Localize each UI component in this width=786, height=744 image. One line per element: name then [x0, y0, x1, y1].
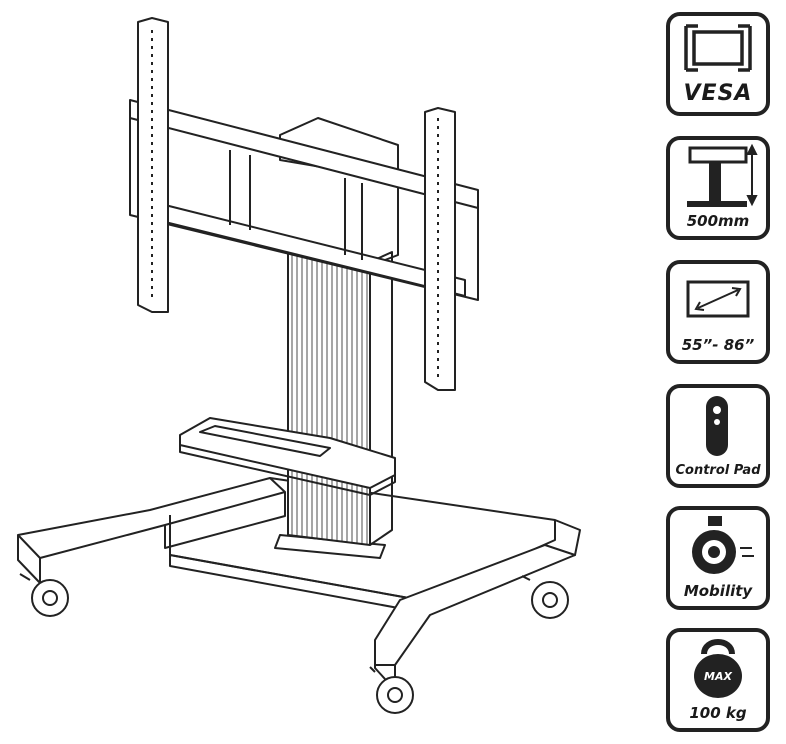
screen-size-icon	[686, 280, 750, 318]
vesa-mount-icon	[684, 24, 752, 72]
shelf	[179, 417, 396, 496]
feature-mobility: Mobility	[666, 506, 770, 610]
feature-label: Mobility	[683, 582, 753, 600]
column	[287, 249, 393, 546]
base-frame	[17, 477, 581, 691]
feature-height: 500mm	[666, 136, 770, 240]
max-badge: MAX	[704, 670, 732, 683]
feature-label: VESA	[683, 81, 753, 106]
remote-control-icon	[706, 396, 728, 456]
feature-label: Control Pad	[675, 463, 761, 478]
feature-label: 500mm	[686, 212, 750, 230]
height-adjust-icon	[687, 143, 758, 207]
feature-max-load: MAX 100 kg	[666, 628, 770, 732]
feature-control-pad: Control Pad	[666, 384, 770, 488]
feature-label: 55”- 86”	[681, 336, 755, 354]
caster-wheel-icon	[692, 516, 754, 574]
feature-screen-size: 55”- 86”	[666, 260, 770, 364]
tv-stand-illustration	[17, 17, 581, 714]
feature-label: 100 kg	[689, 704, 747, 722]
feature-vesa: VESA	[666, 12, 770, 116]
vertical-rails	[137, 17, 456, 391]
casters	[19, 573, 569, 714]
kettlebell-weight-icon: MAX	[694, 639, 742, 698]
crossbars	[129, 99, 479, 301]
